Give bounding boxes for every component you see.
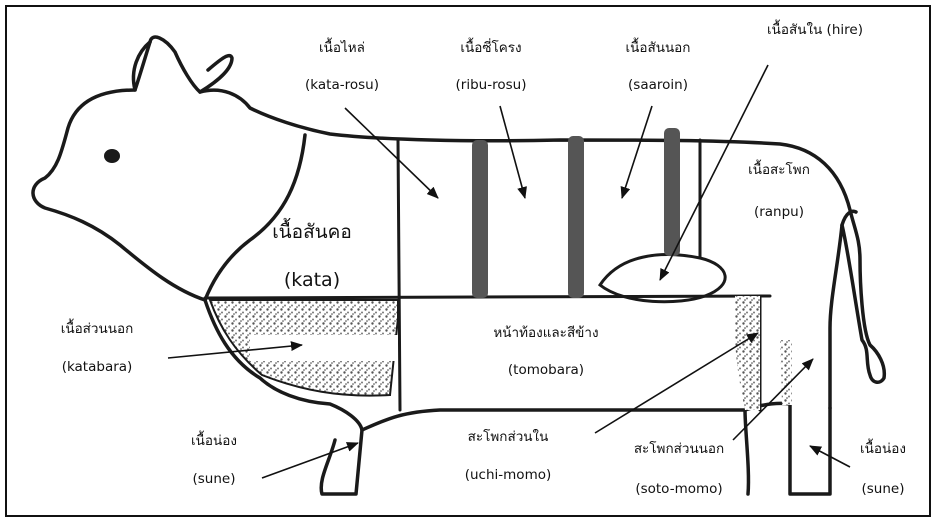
rear-stifle-stipple	[780, 340, 792, 405]
label-kata-jp: (kata)	[284, 269, 340, 291]
label-ranpu-thai: เนื้อสะโพก	[748, 159, 810, 178]
label-kata-rosu-thai: เนื้อไหล่	[319, 37, 365, 56]
arrow-ribu-rosu	[500, 106, 525, 198]
rib-bands	[472, 128, 680, 298]
label-saaroin-thai: เนื้อสันนอก	[626, 37, 691, 56]
label-sune-front-jp: (sune)	[193, 471, 236, 487]
label-tomobara-thai: หน้าท้องและสีข้าง	[493, 325, 598, 341]
label-soto-momo-thai: สะโพกส่วนนอก	[634, 440, 724, 457]
label-soto-momo-jp: (soto-momo)	[635, 481, 722, 497]
label-kata-thai: เนื้อสันคอ	[272, 218, 352, 243]
rib-band-2	[568, 136, 584, 298]
label-uchi-momo-thai: สะโพกส่วนใน	[468, 428, 549, 445]
label-sune-front-thai: เนื้อน่อง	[191, 430, 237, 449]
pointer-arrows	[168, 65, 850, 478]
label-uchi-momo-jp: (uchi-momo)	[465, 467, 552, 483]
label-sune-rear-thai: เนื้อน่อง	[860, 438, 906, 457]
rear-flank-stipple	[735, 296, 760, 410]
label-hire: เนื้อสันใน (hire)	[767, 19, 863, 38]
arrow-kata-rosu	[345, 108, 438, 198]
label-saaroin-jp: (saaroin)	[628, 77, 688, 93]
label-ribu-rosu-thai: เนื้อซี่โครง	[460, 37, 521, 56]
label-ranpu-jp: (ranpu)	[754, 204, 804, 220]
arrow-saaroin	[622, 106, 652, 198]
cow-outline	[33, 37, 884, 494]
label-ribu-rosu-jp: (ribu-rosu)	[456, 77, 527, 93]
arrow-uchi-momo	[595, 333, 758, 433]
label-tomobara-jp: (tomobara)	[508, 362, 584, 378]
label-sune-rear-jp: (sune)	[862, 481, 905, 497]
arrow-sune-front	[262, 443, 358, 478]
eye	[104, 149, 120, 163]
label-katabara-thai: เนื้อส่วนนอก	[61, 318, 134, 337]
label-kata-rosu-jp: (kata-rosu)	[305, 77, 379, 93]
rib-band-3	[664, 128, 680, 256]
rib-band-1	[472, 140, 488, 298]
label-katabara-jp: (katabara)	[62, 359, 133, 375]
